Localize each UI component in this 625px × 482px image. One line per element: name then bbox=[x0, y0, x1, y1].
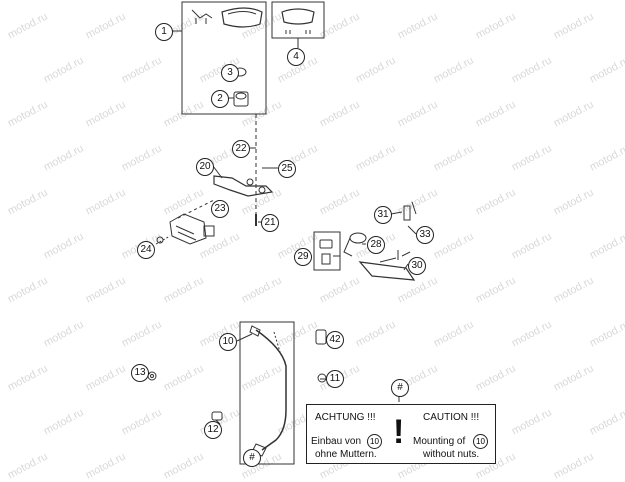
notice-en-line2: without nuts. bbox=[423, 449, 480, 460]
callout-42: 42 bbox=[326, 331, 344, 349]
lamp-housing bbox=[221, 7, 263, 28]
assembly-frame-1 bbox=[181, 1, 267, 115]
warning-icon: ! bbox=[393, 413, 405, 451]
callout-25: 25 bbox=[278, 160, 296, 178]
assembly-frame-10 bbox=[239, 321, 295, 465]
cable-10 bbox=[255, 329, 287, 451]
callout-10: 10 bbox=[219, 333, 237, 351]
rail-30 bbox=[358, 261, 416, 281]
callout-24: 24 bbox=[137, 241, 155, 259]
switch-29 bbox=[319, 239, 333, 249]
caution-notice: ACHTUNG !!! CAUTION !!! ! Einbau von 10 … bbox=[306, 404, 496, 464]
callout-22: 22 bbox=[232, 140, 250, 158]
sleeve-12 bbox=[211, 411, 223, 421]
tube-31 bbox=[403, 205, 411, 221]
notice-en-line1: Mounting of bbox=[413, 436, 466, 447]
callout-3: 3 bbox=[221, 64, 239, 82]
cap-28 bbox=[349, 232, 367, 244]
callout-hash-cable: # bbox=[243, 449, 261, 467]
callout-1: 1 bbox=[155, 23, 173, 41]
main-bracket-20 bbox=[213, 175, 274, 197]
callout-13: 13 bbox=[131, 364, 149, 382]
callout-21: 21 bbox=[261, 214, 279, 232]
notice-de-line2: ohne Muttern. bbox=[315, 449, 377, 460]
callout-30: 30 bbox=[408, 257, 426, 275]
callout-29: 29 bbox=[294, 248, 312, 266]
callout-hash-notice: # bbox=[391, 379, 409, 397]
notice-de-line1: Einbau von bbox=[311, 436, 362, 447]
callout-2: 2 bbox=[211, 90, 229, 108]
callout-11: 11 bbox=[326, 370, 344, 388]
callout-12: 12 bbox=[204, 421, 222, 439]
notice-de-ref: 10 bbox=[367, 434, 382, 449]
nut-11 bbox=[317, 373, 327, 383]
callout-4: 4 bbox=[287, 48, 305, 66]
socket-part-2 bbox=[233, 91, 249, 107]
notice-title-de: ACHTUNG !!! bbox=[315, 412, 376, 423]
bracket-part bbox=[191, 9, 213, 19]
assembly-frame-29 bbox=[313, 231, 341, 271]
callout-31: 31 bbox=[374, 206, 392, 224]
clip-42 bbox=[315, 329, 327, 345]
callout-20: 20 bbox=[196, 158, 214, 176]
lamp-kit-4 bbox=[281, 8, 315, 25]
lever-assembly-23 bbox=[169, 213, 207, 245]
notice-en-ref: 10 bbox=[473, 434, 488, 449]
callout-23: 23 bbox=[211, 200, 229, 218]
notice-title-en: CAUTION !!! bbox=[423, 412, 480, 423]
callout-33: 33 bbox=[416, 226, 434, 244]
assembly-frame-4 bbox=[271, 1, 325, 39]
diagram-drawing bbox=[146, 1, 417, 465]
callout-28: 28 bbox=[367, 236, 385, 254]
